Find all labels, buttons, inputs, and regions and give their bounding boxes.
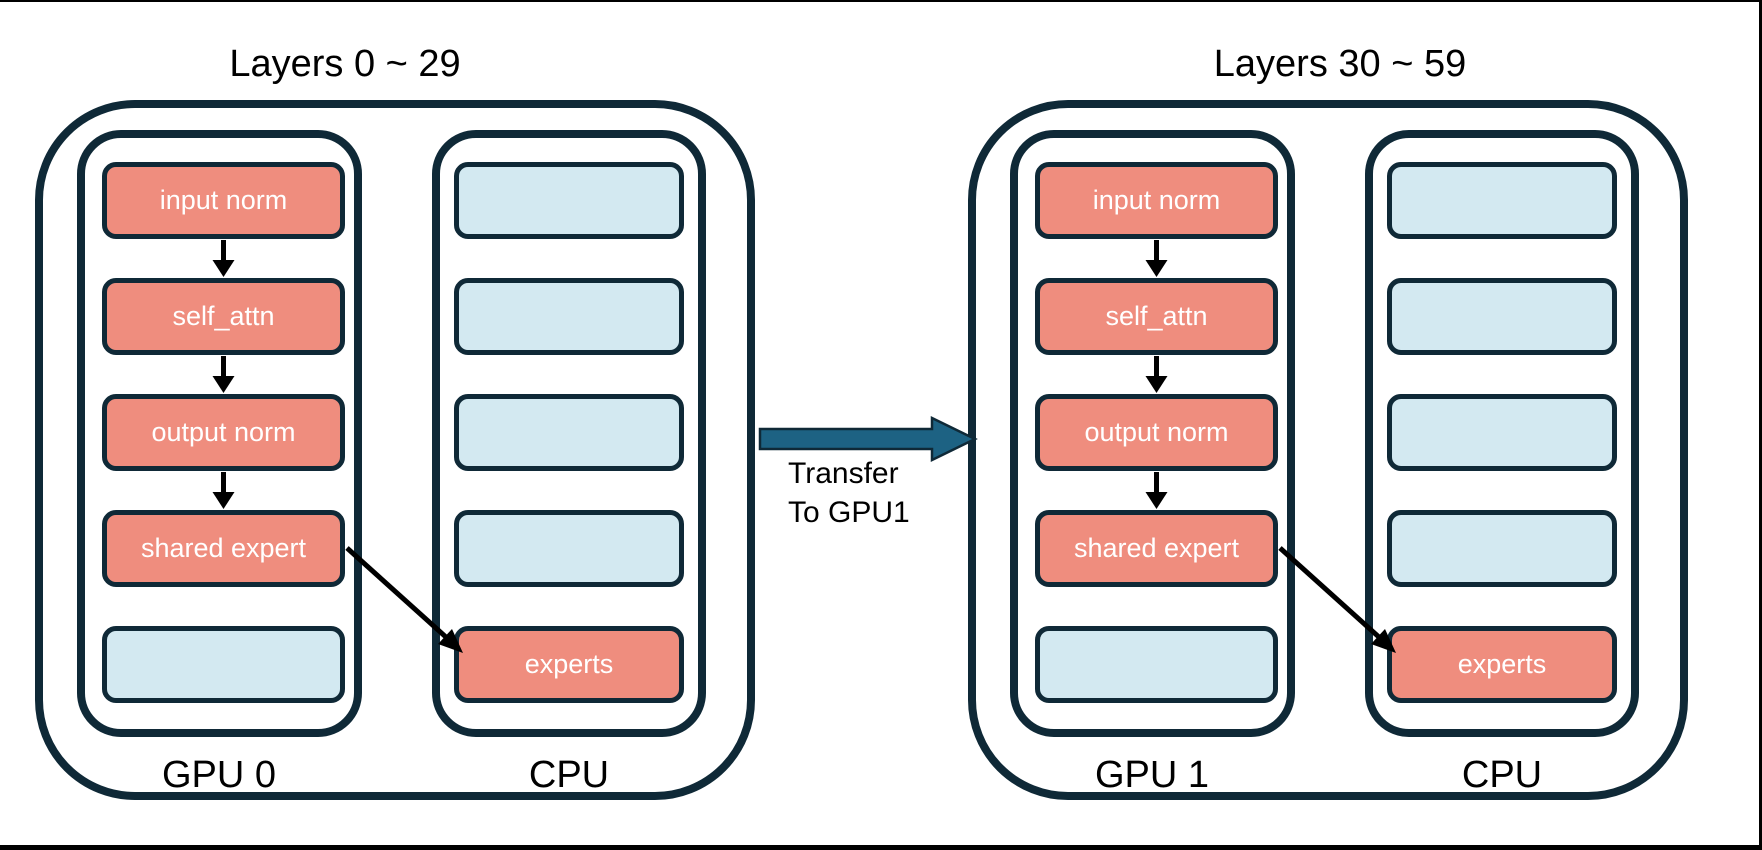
gpu0-label: GPU 0 (161, 754, 277, 796)
gpu-box-self-attn: self_attn (1035, 278, 1278, 355)
group-title-layers-0-29: Layers 0 ~ 29 (229, 43, 461, 85)
cpu-column-1: experts (1365, 130, 1639, 737)
cpu-label-0: CPU (528, 754, 610, 796)
cpu-box-empty-2 (1387, 278, 1617, 355)
gpu-box-empty (102, 626, 345, 703)
gpu-box-shared-expert: shared expert (102, 510, 345, 587)
gpu-box-input-norm: input norm (102, 162, 345, 239)
gpu1-label: GPU 1 (1094, 754, 1210, 796)
gpu-box-output-norm: output norm (1035, 394, 1278, 471)
gpu-box-shared-expert: shared expert (1035, 510, 1278, 587)
cpu-box-experts: experts (454, 626, 684, 703)
cpu-box-empty-1 (1387, 162, 1617, 239)
layer-group-1: input norm self_attn output norm shared … (968, 100, 1688, 800)
cpu-box-empty-4 (1387, 510, 1617, 587)
gpu-box-output-norm: output norm (102, 394, 345, 471)
gpu0-column: input norm self_attn output norm shared … (77, 130, 362, 737)
transfer-label-line2: To GPU1 (788, 496, 910, 529)
cpu-box-empty-1 (454, 162, 684, 239)
cpu-box-empty-2 (454, 278, 684, 355)
gpu-box-self-attn: self_attn (102, 278, 345, 355)
cpu-box-empty-3 (454, 394, 684, 471)
layer-group-0: input norm self_attn output norm shared … (35, 100, 755, 800)
gpu-box-input-norm: input norm (1035, 162, 1278, 239)
cpu-box-empty-3 (1387, 394, 1617, 471)
cpu-box-experts: experts (1387, 626, 1617, 703)
gpu-box-empty (1035, 626, 1278, 703)
transfer-label-line1: Transfer (788, 457, 899, 490)
group-title-layers-30-59: Layers 30 ~ 59 (1213, 43, 1467, 85)
cpu-box-empty-4 (454, 510, 684, 587)
cpu-label-1: CPU (1461, 754, 1543, 796)
gpu1-column: input norm self_attn output norm shared … (1010, 130, 1295, 737)
transfer-label: Transfer To GPU1 (788, 454, 910, 532)
cpu-column-0: experts (432, 130, 706, 737)
